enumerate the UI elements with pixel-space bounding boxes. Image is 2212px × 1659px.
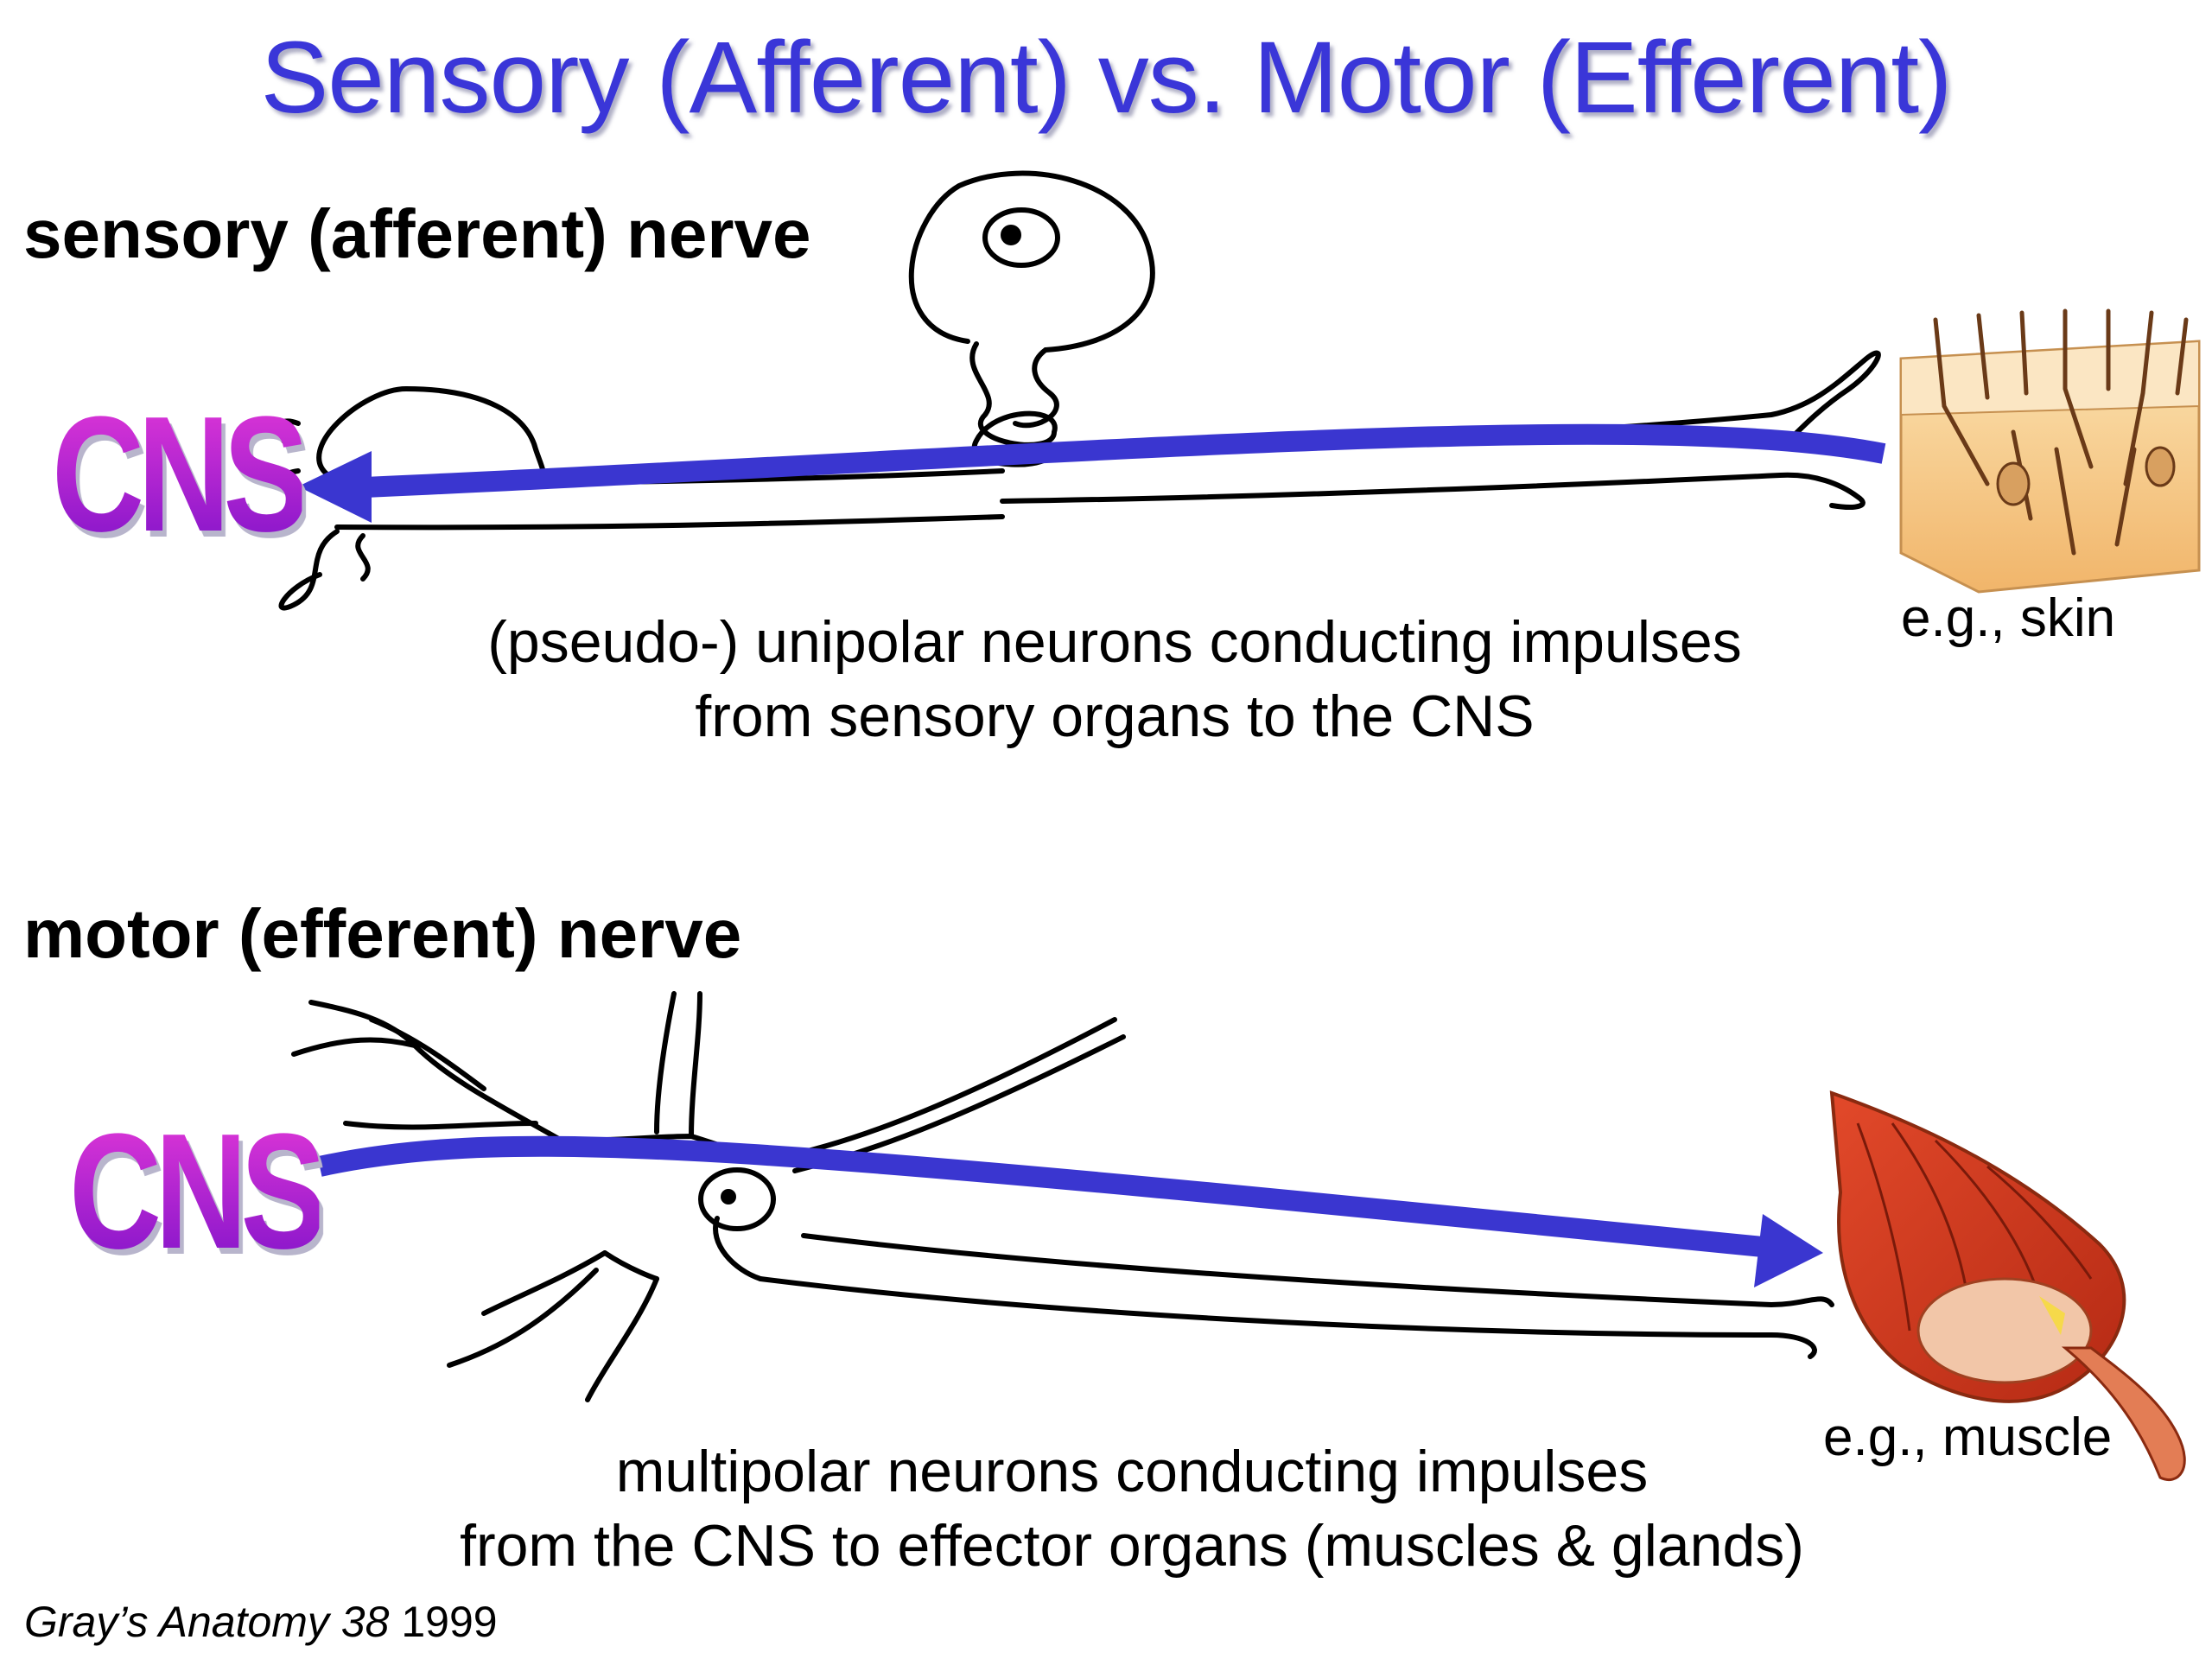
sensory-caption: (pseudo-) unipolar neurons conducting im… [380,605,1849,753]
sensory-nucleus [982,207,1060,268]
sensory-cell-body [908,170,1155,429]
muscle-illustration [1829,1090,2186,1481]
credit-title: Gray’s Anatomy 38 [24,1598,390,1646]
multipolar-neuron [291,991,1834,1402]
muscle-label: e.g., muscle [1823,1408,2113,1467]
unipolar-neuron [275,170,1881,611]
sensory-caption-line2: from sensory organs to the CNS [695,683,1535,749]
skin-label: e.g., skin [1901,588,2116,648]
sensory-axon-lower [1000,472,1866,510]
sensory-impulse-arrow [298,423,1886,523]
motor-impulse-arrow [317,1135,1823,1287]
motor-caption-line1: multipolar neurons conducting impulses [615,1439,1649,1504]
motor-caption: multipolar neurons conducting impulses f… [346,1434,1918,1583]
sensory-caption-line1: (pseudo-) unipolar neurons conducting im… [487,609,1742,675]
motor-caption-line2: from the CNS to effector organs (muscles… [460,1513,1804,1579]
motor-nerve-heading: motor (efferent) nerve [23,895,742,972]
source-credit: Gray’s Anatomy 38 1999 [24,1597,498,1647]
credit-year: 1999 [401,1598,498,1646]
sensory-nerve-heading: sensory (afferent) nerve [23,195,811,272]
motor-nucleus [698,1167,776,1231]
sensory-cns-label: CNS [52,380,308,569]
page-title: Sensory (Afferent) vs. Motor (Efferent) [260,21,1953,135]
skin-illustration [1899,308,2201,594]
motor-cns-label: CNS [69,1097,326,1286]
